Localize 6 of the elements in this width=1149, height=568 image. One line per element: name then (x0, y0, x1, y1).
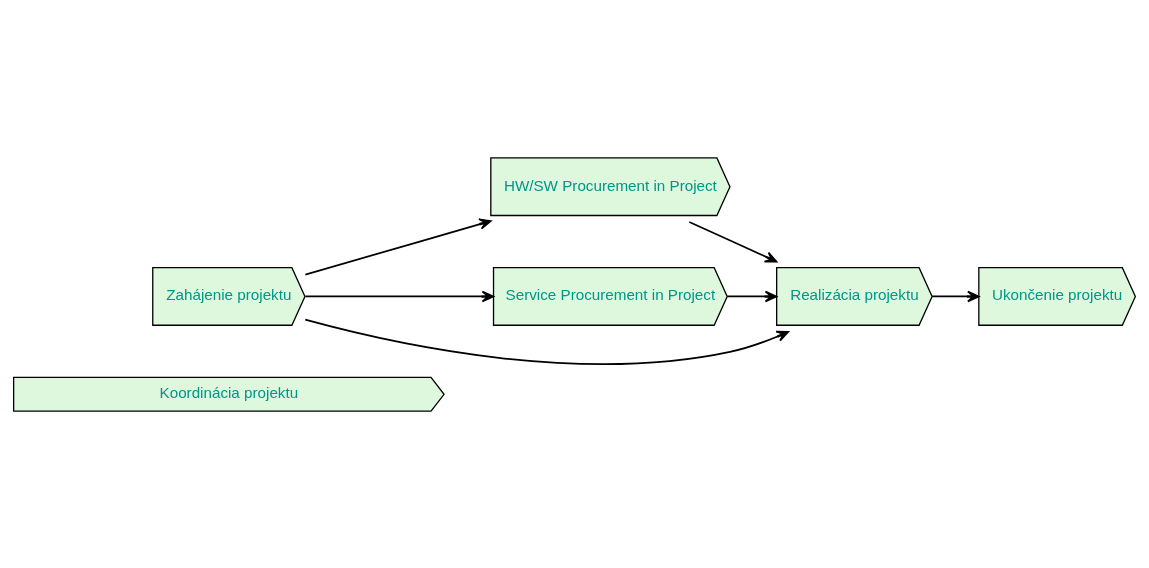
arrow (304, 290, 495, 302)
arrow (304, 217, 492, 275)
arrow (726, 290, 778, 302)
arrow (304, 318, 789, 365)
arrow (688, 220, 778, 262)
arrow (931, 290, 980, 302)
